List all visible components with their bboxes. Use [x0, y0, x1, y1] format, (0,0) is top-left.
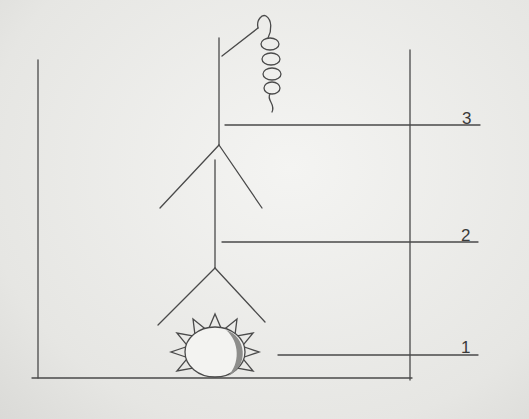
callout-number: 2	[461, 227, 470, 244]
tendril	[222, 16, 281, 112]
leader-line	[225, 124, 480, 125]
seed	[185, 327, 245, 377]
stem	[218, 38, 219, 145]
leader-line	[278, 354, 478, 355]
callout-number: 1	[461, 339, 470, 356]
jar-bottom	[32, 377, 412, 378]
stem	[214, 160, 215, 268]
leaf-line	[215, 268, 265, 322]
leaf-line	[160, 145, 219, 208]
leader-line	[222, 241, 478, 242]
callout-number: 3	[462, 110, 471, 127]
jar-wall	[409, 50, 410, 380]
leaf-line	[219, 145, 262, 208]
seed-shading	[226, 330, 243, 376]
jar-wall	[37, 60, 38, 378]
leaf-line	[158, 268, 215, 325]
